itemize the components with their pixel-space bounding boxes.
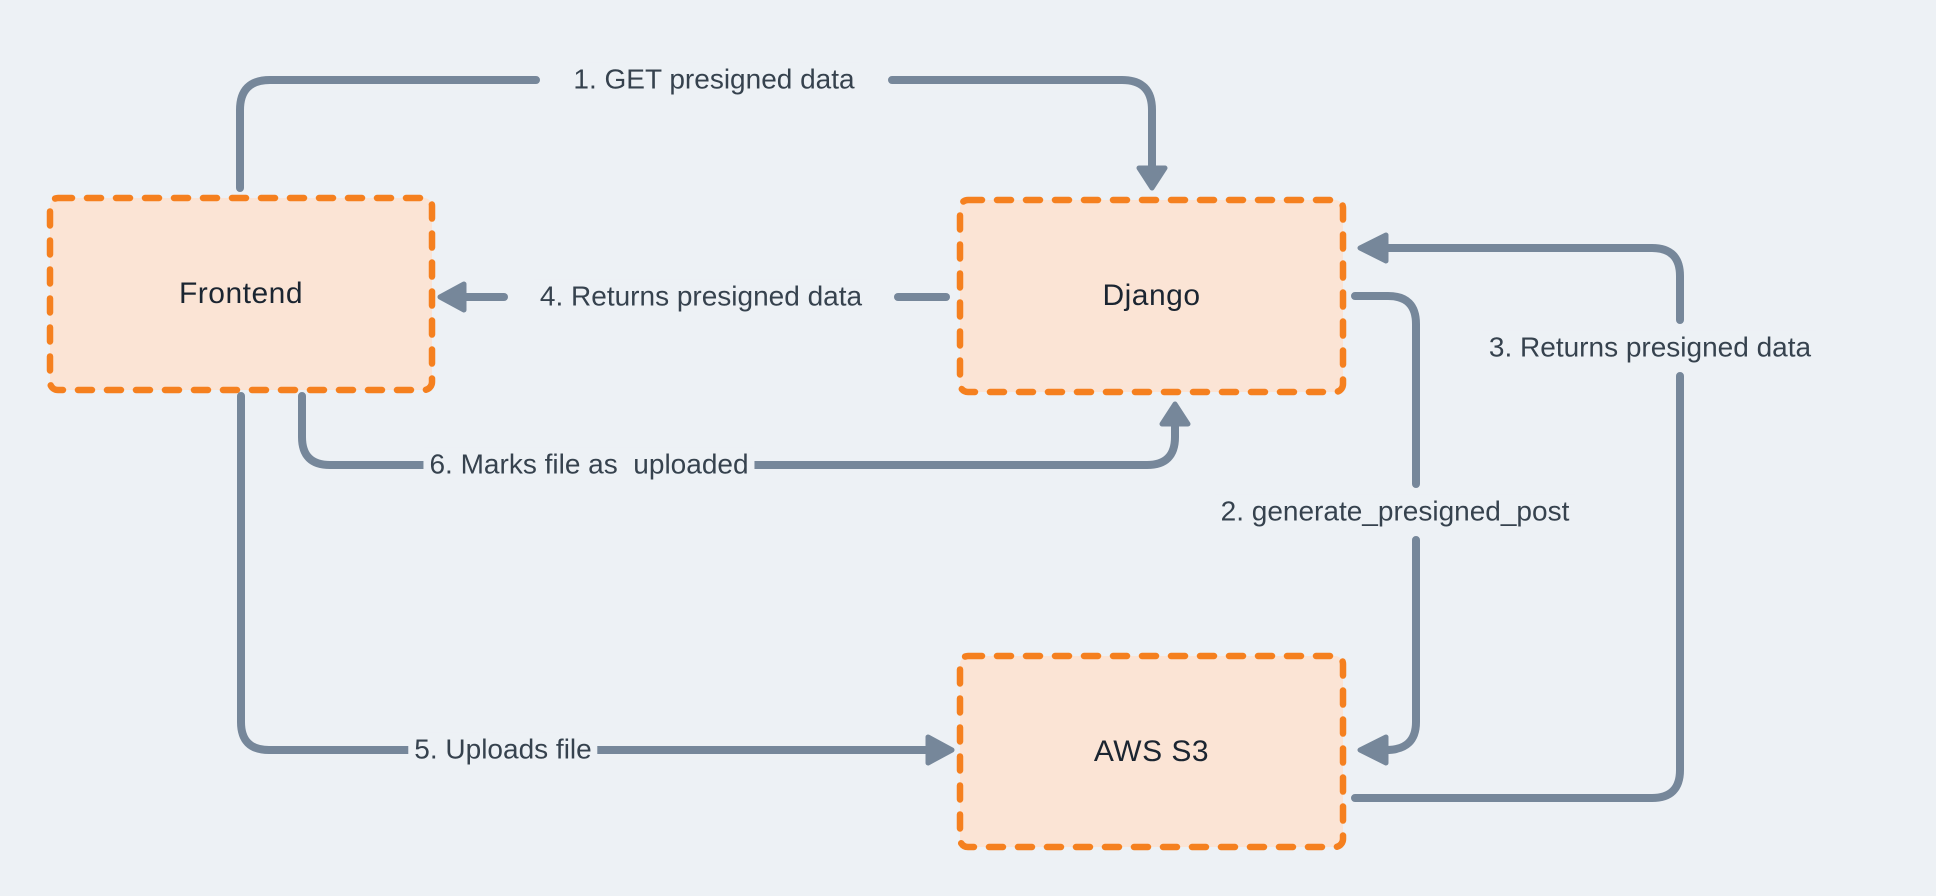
edge-label-3: 3. Returns presigned data bbox=[1482, 330, 1818, 366]
node-box-aws-s3 bbox=[956, 652, 1347, 851]
edge-line bbox=[236, 76, 540, 192]
arrowhead-left-icon bbox=[437, 281, 467, 313]
edge-line bbox=[1351, 372, 1684, 802]
edge-line bbox=[1351, 292, 1420, 488]
edge-4-returns-presigned-data bbox=[437, 281, 950, 313]
node-frontend: Frontend bbox=[50, 198, 432, 390]
edge-line bbox=[298, 392, 444, 469]
edge-line bbox=[1382, 244, 1684, 324]
edge-label-4: 4. Returns presigned data bbox=[533, 279, 869, 315]
edge-label-5: 5. Uploads file bbox=[408, 732, 598, 768]
edge-label-2: 2. generate_presigned_post bbox=[1214, 494, 1576, 530]
node-box-frontend bbox=[46, 194, 436, 394]
edge-label-6: 6. Marks file as uploaded bbox=[423, 447, 755, 483]
edge-6-marks-file-as-uploaded bbox=[298, 392, 1191, 469]
edge-3-returns-presigned-data bbox=[1351, 232, 1684, 802]
node-label-aws-s3: AWS S3 bbox=[1093, 734, 1210, 768]
edge-2-generate-presigned-post bbox=[1351, 292, 1420, 766]
node-box-django bbox=[956, 196, 1347, 396]
arrowhead-left-icon bbox=[1357, 734, 1389, 766]
edge-label-1: 1. GET presigned data bbox=[567, 62, 861, 98]
arrowhead-up-icon bbox=[1159, 401, 1191, 427]
edge-line bbox=[237, 392, 418, 754]
edge-1-get-presigned-data bbox=[236, 76, 1168, 192]
arrowhead-left-icon bbox=[1357, 232, 1389, 264]
node-label-frontend: Frontend bbox=[178, 277, 304, 310]
arrowhead-right-icon bbox=[925, 734, 955, 766]
node-label-django: Django bbox=[1102, 279, 1201, 312]
node-django: Django bbox=[960, 200, 1343, 392]
edge-line bbox=[888, 76, 1156, 174]
edge-line bbox=[1382, 536, 1420, 754]
arrowhead-down-icon bbox=[1136, 165, 1168, 191]
edge-line bbox=[734, 422, 1179, 469]
edge-5-uploads-file bbox=[237, 392, 955, 766]
node-aws-s3: AWS S3 bbox=[960, 656, 1343, 847]
